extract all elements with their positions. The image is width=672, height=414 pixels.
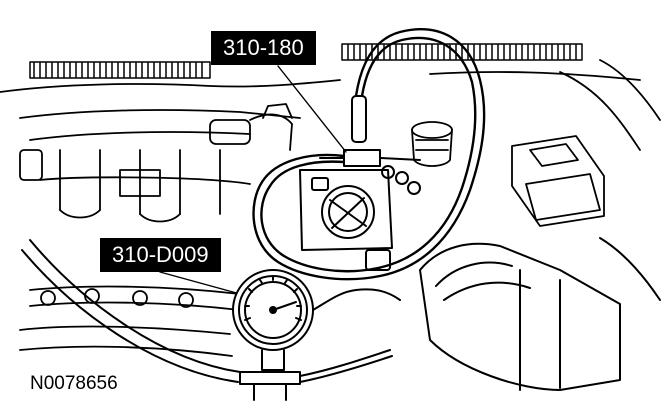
gauge-drain-hose — [21, 239, 241, 383]
fuel-pressure-gauge — [232, 269, 393, 401]
fuel-rail — [19, 285, 241, 357]
gauge-to-coupler-hose — [312, 288, 401, 311]
throttle-body — [299, 169, 393, 271]
air-intake-duct — [419, 237, 661, 391]
pressure-adapter-hose — [252, 28, 486, 281]
battery-box — [511, 135, 605, 227]
callout-310-d009-label: 310-D009 — [100, 238, 221, 272]
engine-bay-outline — [0, 59, 661, 151]
quick-connect-coupler — [319, 95, 421, 195]
intake-manifold — [19, 103, 301, 223]
cowl-grille-left — [29, 61, 211, 79]
figure-reference-number: N0078656 — [30, 373, 118, 394]
cowl-grille-right — [341, 43, 583, 61]
callout-310-180-label: 310-180 — [211, 31, 316, 65]
